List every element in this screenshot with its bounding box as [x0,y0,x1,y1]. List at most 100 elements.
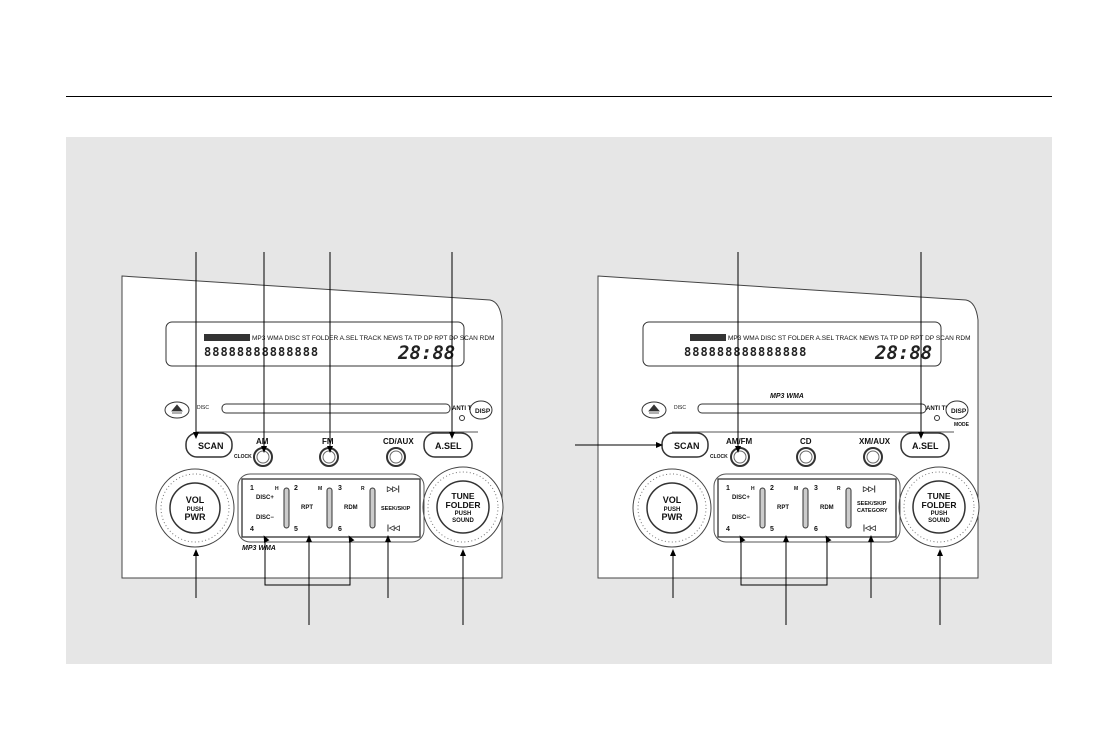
disc-plus-label: DISC+ [732,495,750,501]
cd-logo-left: DISC [197,405,209,411]
disp-label-right: DISP [951,408,967,415]
preset-4-label: 4 [250,526,254,533]
radio-left: MP3 WMA DISC ST FOLDER A.SEL TRACK NEWS … [121,275,504,579]
a-sel-label-left: A.SEL [435,441,462,451]
anti-theft-led-right [934,415,940,421]
seek-skip-label-left: SEEK/SKIP [381,506,411,512]
preset-3-6-left[interactable]: 3 R RDM 6 [338,485,365,533]
preset-5-label: 5 [770,526,774,533]
preset-m-label: M [318,486,322,492]
sound-label-left: SOUND [452,518,474,524]
lcd-display-right [642,321,942,367]
preset-2-label: 2 [294,485,298,492]
pwr-label-left: PWR [185,512,206,522]
am-fm-label-right: AM/FM [726,437,753,446]
disc-plus-label: DISC+ [256,495,274,501]
pwr-label-right: PWR [662,512,683,522]
rdm-label-left: RDM [344,505,358,511]
disp-button-left[interactable] [469,400,493,420]
disp-button-right[interactable] [945,400,969,420]
lcd-display-left [165,321,465,367]
seek-skip-button-left[interactable]: ▷▷| SEEK/SKIP |◁◁ [381,486,411,532]
vol-label-right: VOL [663,495,682,505]
display-segments-left: 88888888888888 [204,345,319,359]
preset-m-label: M [794,486,798,492]
display-indicators-right: MP3 WMA DISC ST FOLDER A.SEL TRACK NEWS … [728,335,970,342]
callouts-left [193,252,466,625]
preset-1-label: 1 [250,485,254,492]
am-label-left: AM [256,437,269,446]
display-indicators-left: MP3 WMA DISC ST FOLDER A.SEL TRACK NEWS … [252,335,494,342]
eject-icon [648,404,660,414]
tune-label-left: TUNE [451,491,474,501]
preset-h-label: H [275,486,279,492]
vol-knob-right[interactable]: VOL PUSH PWR [632,468,712,548]
tune-label-right: TUNE [927,491,950,501]
clock-label-left: CLOCK [234,454,252,460]
seek-skip-label-right: SEEK/SKIP [857,501,887,507]
preset-1-4-left[interactable]: 1 H DISC+ DISC− 4 [250,485,279,533]
rpt-label-left: RPT [301,505,313,511]
preset-r-label: R [361,486,365,492]
fm-label-left: FM [322,437,334,446]
preset-3-label: 3 [338,485,342,492]
preset-h-label: H [751,486,755,492]
display-clock-left: 28:88 [397,342,455,364]
disc-minus-label: DISC− [732,515,750,521]
xm-aux-label-right: XM/AUX [859,437,891,446]
display-clock-right: 28:88 [874,342,932,364]
eject-icon [171,404,183,414]
preset-4-label: 4 [726,526,730,533]
cd-slot-left [221,403,451,414]
anti-theft-label-right: ANTI THEFT [926,406,961,412]
preset-1-label: 1 [726,485,730,492]
tune-knob-left[interactable]: TUNE FOLDER PUSH SOUND [422,466,504,548]
scan-label-left: SCAN [198,441,224,451]
radio-right: MP3 WMA DISC ST FOLDER A.SEL TRACK NEWS … [597,275,980,579]
folder-label-right: FOLDER [922,500,957,510]
vol-label-left: VOL [186,495,205,505]
vol-push-label-right: PUSH [664,507,681,513]
tune-push-label-left: PUSH [455,511,472,517]
a-sel-button-right[interactable] [900,432,950,458]
preset-6-label: 6 [338,526,342,533]
clock-label-right: CLOCK [710,454,728,460]
preset-6-label: 6 [814,526,818,533]
sound-label-right: SOUND [928,518,950,524]
tune-push-label-right: PUSH [931,511,948,517]
preset-2-5-right[interactable]: 2 M RPT 5 [770,485,798,533]
scan-button-left[interactable] [185,432,233,458]
skip-forward-icon: ▷▷| [386,486,400,493]
vol-knob-left[interactable]: VOL PUSH PWR [155,468,235,548]
cd-aux-label-left: CD/AUX [383,437,414,446]
vol-push-label-left: PUSH [187,507,204,513]
cd-label-right: CD [800,437,812,446]
a-sel-label-right: A.SEL [912,441,939,451]
preset-r-label: R [837,486,841,492]
preset-5-label: 5 [294,526,298,533]
skip-back-icon: |◁◁ [387,525,400,532]
preset-2-label: 2 [770,485,774,492]
cd-slot-right [697,403,927,414]
scan-label-right: SCAN [674,441,700,451]
preset-2-5-left[interactable]: 2 M RPT 5 [294,485,322,533]
disc-minus-label: DISC− [256,515,274,521]
rpt-label-right: RPT [777,505,789,511]
disp-label-left: DISP [475,408,491,415]
cd-logo-right: DISC [674,405,686,411]
preset-3-label: 3 [814,485,818,492]
preset-1-4-right[interactable]: 1 H DISC+ DISC− 4 [726,485,755,533]
anti-theft-led-left [459,415,465,421]
rdm-label-right: RDM [820,505,834,511]
a-sel-button-left[interactable] [423,432,473,458]
category-label-right: CATEGORY [857,508,888,514]
header-rule [66,96,1052,97]
seek-skip-button-right[interactable]: ▷▷| SEEK/SKIP CATEGORY |◁◁ [857,486,888,532]
mode-label-right: MODE [954,422,970,428]
preset-3-6-right[interactable]: 3 R RDM 6 [814,485,841,533]
display-segments-right: 888888888888888 [684,345,807,359]
skip-back-icon: |◁◁ [863,525,876,532]
tune-knob-right[interactable]: TUNE FOLDER PUSH SOUND [898,466,980,548]
media-logo-right: MP3 WMA [770,393,804,400]
